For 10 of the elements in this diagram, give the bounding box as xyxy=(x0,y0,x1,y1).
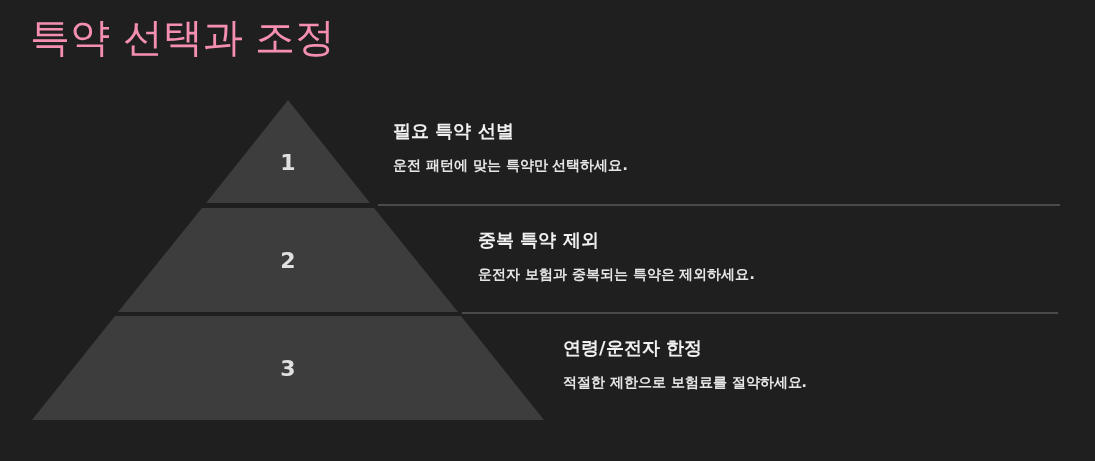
tier-number: 3 xyxy=(279,355,297,381)
tier-number: 2 xyxy=(279,247,297,273)
tier-heading: 필요 특약 선별 xyxy=(393,119,514,143)
tier-heading: 연령/운전자 한정 xyxy=(563,336,702,360)
tier-description: 적절한 제한으로 보험료를 절약하세요. xyxy=(563,374,807,392)
title: 특약 선택과 조정 xyxy=(30,13,336,62)
tier-heading: 중복 특약 제외 xyxy=(478,228,599,252)
tier-description: 운전자 보험과 중복되는 특약은 제외하세요. xyxy=(478,266,755,284)
tier-number: 1 xyxy=(279,149,297,175)
tier-description: 운전 패턴에 맞는 특약만 선택하세요. xyxy=(393,157,628,175)
